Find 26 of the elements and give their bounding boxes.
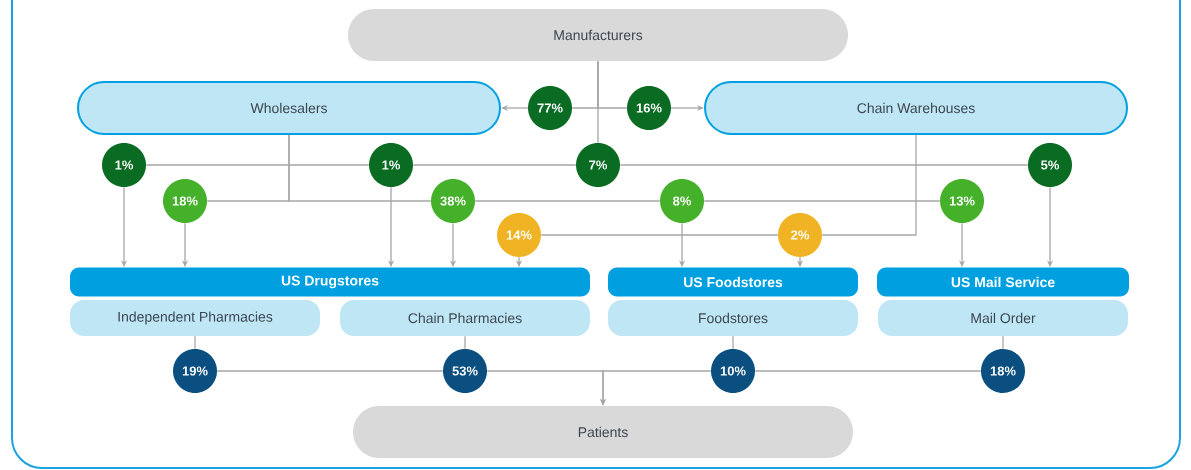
flow-line xyxy=(597,60,599,144)
flow-line xyxy=(474,200,661,202)
stage-box: Patients xyxy=(353,406,853,458)
flow-line xyxy=(703,200,941,202)
category-bar: US Drugstores xyxy=(70,267,590,297)
flow-line xyxy=(288,134,432,202)
category-bar: US Foodstores xyxy=(608,267,858,297)
channel-box: Chain Warehouses xyxy=(704,81,1128,135)
flow-line xyxy=(732,335,734,350)
outlet-box: Mail Order xyxy=(878,300,1128,336)
flow-line xyxy=(145,164,370,166)
flow-line xyxy=(216,370,444,372)
flow-line xyxy=(412,164,577,166)
category-bar: US Mail Service xyxy=(877,267,1129,297)
channel-box: Wholesalers xyxy=(77,81,501,135)
flow-line xyxy=(821,134,917,236)
flow-line xyxy=(1002,335,1004,350)
flow-line xyxy=(619,164,1029,166)
flow-line xyxy=(540,234,779,236)
outlet-box: Chain Pharmacies xyxy=(340,300,590,336)
stage-box: Manufacturers xyxy=(348,9,848,61)
flow-line xyxy=(464,335,466,350)
outlet-box: Foodstores xyxy=(608,300,858,336)
outlet-box: Independent Pharmacies xyxy=(70,300,320,336)
flow-line xyxy=(194,335,196,350)
flow-line xyxy=(754,370,982,372)
